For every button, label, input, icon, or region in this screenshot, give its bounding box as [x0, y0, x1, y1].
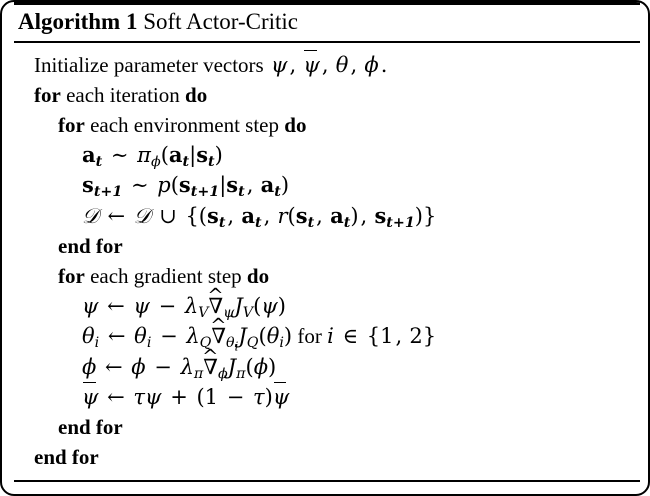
step-update-psi: ψ ← ψ − λV∇ψJV(ψ): [14, 291, 640, 321]
step-update-theta: θi ← θi − λQ∇θiJQ(θi) for i ∈ {1, 2}: [14, 321, 640, 352]
rule-bottom: [14, 480, 640, 482]
step-init: Initialize parameter vectors ψ, ψ, θ, ϕ.: [14, 50, 640, 80]
psi-bar-glyph: ψ: [303, 50, 320, 80]
keyword-do: do: [284, 113, 307, 137]
algorithm-title-name: Soft Actor-Critic: [143, 9, 298, 34]
step-for-environment-text: each environment step: [90, 113, 280, 137]
rule-after-title: [14, 41, 640, 43]
algorithm-title-label: Algorithm 1: [18, 9, 138, 34]
step-sample-action: at ∼ πϕ(at|st): [82, 142, 223, 171]
step-update-target-psi: ψ ← τψ + (1 − τ)ψ: [14, 382, 640, 412]
step-end-for-gradient: end for: [14, 412, 640, 442]
algorithm-step-list: Initialize parameter vectors ψ, ψ, θ, ϕ.…: [14, 43, 640, 473]
step-for-iteration: for each iteration do: [14, 80, 640, 110]
step-init-symbols: ψ: [270, 52, 288, 77]
keyword-do: do: [246, 264, 270, 289]
step-sample-next-state: st+1 ∼ p(st+1|st, at): [82, 172, 290, 201]
step-end-for-iteration: end for: [14, 442, 640, 472]
keyword-end-for: end for: [58, 233, 123, 258]
rule-top: [14, 2, 640, 5]
step-for-environment: for each environment step do: [14, 110, 640, 140]
step-update-phi: ϕ ← ϕ − λπ∇ϕJπ(ϕ): [14, 352, 640, 382]
step-append-replay-buffer: 𝒟 ← 𝒟 ∪ {(st, at, r(st, at), st+1)}: [82, 202, 437, 231]
step-for-iteration-text: each iteration: [66, 82, 180, 107]
step-end-for-environment: end for: [14, 231, 640, 261]
rule-bottom-wrap: [14, 480, 640, 482]
keyword-for: for: [58, 113, 85, 137]
keyword-end-for: end for: [34, 445, 99, 470]
step-init-text: Initialize parameter vectors: [34, 52, 264, 77]
keyword-for: for: [34, 82, 61, 107]
inline-for-text: for: [297, 324, 322, 349]
keyword-do: do: [185, 82, 208, 107]
algorithm-title: Algorithm 1 Soft Actor-Critic: [14, 5, 640, 41]
step-for-gradient: for each gradient step do: [14, 261, 640, 291]
keyword-end-for: end for: [58, 415, 123, 440]
keyword-for: for: [58, 264, 85, 289]
algorithm-content: Algorithm 1 Soft Actor-Critic Initialize…: [14, 2, 640, 494]
